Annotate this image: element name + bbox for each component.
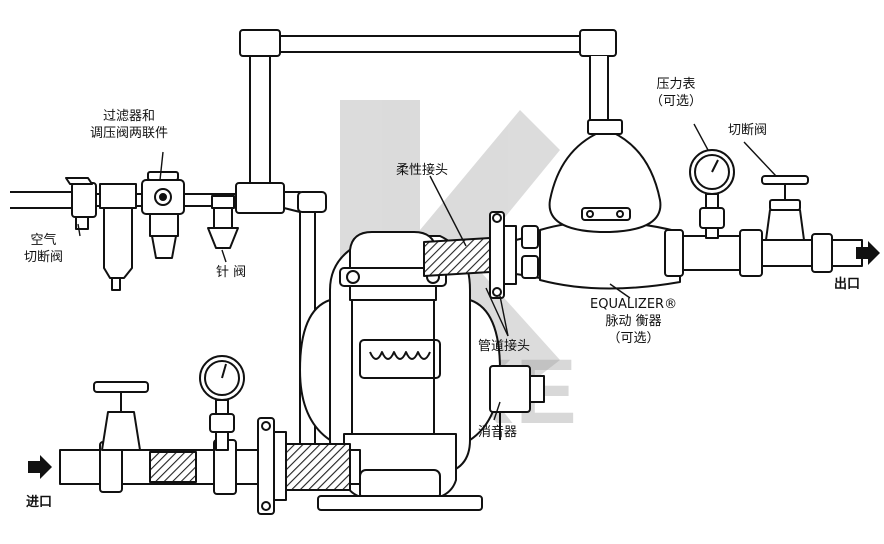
discharge-flex-joint [423,237,491,277]
inlet-shutoff-valve [93,381,149,451]
label-needle-valve: 针 阀 [216,265,247,280]
air-shutoff-valve [65,177,97,230]
muffler [489,365,545,440]
outlet-pressure-gauge [689,149,735,239]
inlet-pressure-gauge [199,355,245,451]
label-shutoff-valve: 切断阀 [728,123,768,138]
leader-lines [77,123,777,421]
filter-regulator-unit [99,171,185,291]
inlet-arrow-icon [40,455,52,479]
label-air-shutoff-valve: 空气 切断阀 [24,233,64,265]
outlet-shutoff-valve [761,175,809,241]
label-pipe-joint: 管道接头 [478,339,531,354]
label-flex-joint: 柔性接头 [396,163,449,178]
label-muffler: 消音器 [478,425,518,440]
label-pressure-gauge: 压力表 （可选） [650,77,703,109]
outlet-pipe [664,229,863,277]
air-line-loop [239,29,617,183]
label-outlet: 出口 [834,277,861,292]
label-equalizer: EQUALIZER® 脉动 衡器 （可选） [590,297,678,346]
tee-fitting [235,182,285,214]
label-inlet: 进口 [26,495,53,510]
outlet-arrow-icon [868,241,880,265]
inlet-flex-joint [149,443,351,491]
label-filter-regulator: 过滤器和 调压阀两联件 [90,109,169,141]
diaphragm-pump [299,231,501,511]
needle-valve [207,195,239,249]
inlet-flange [257,417,287,515]
equalizer-dampener [515,119,681,290]
discharge-flange [489,211,517,299]
